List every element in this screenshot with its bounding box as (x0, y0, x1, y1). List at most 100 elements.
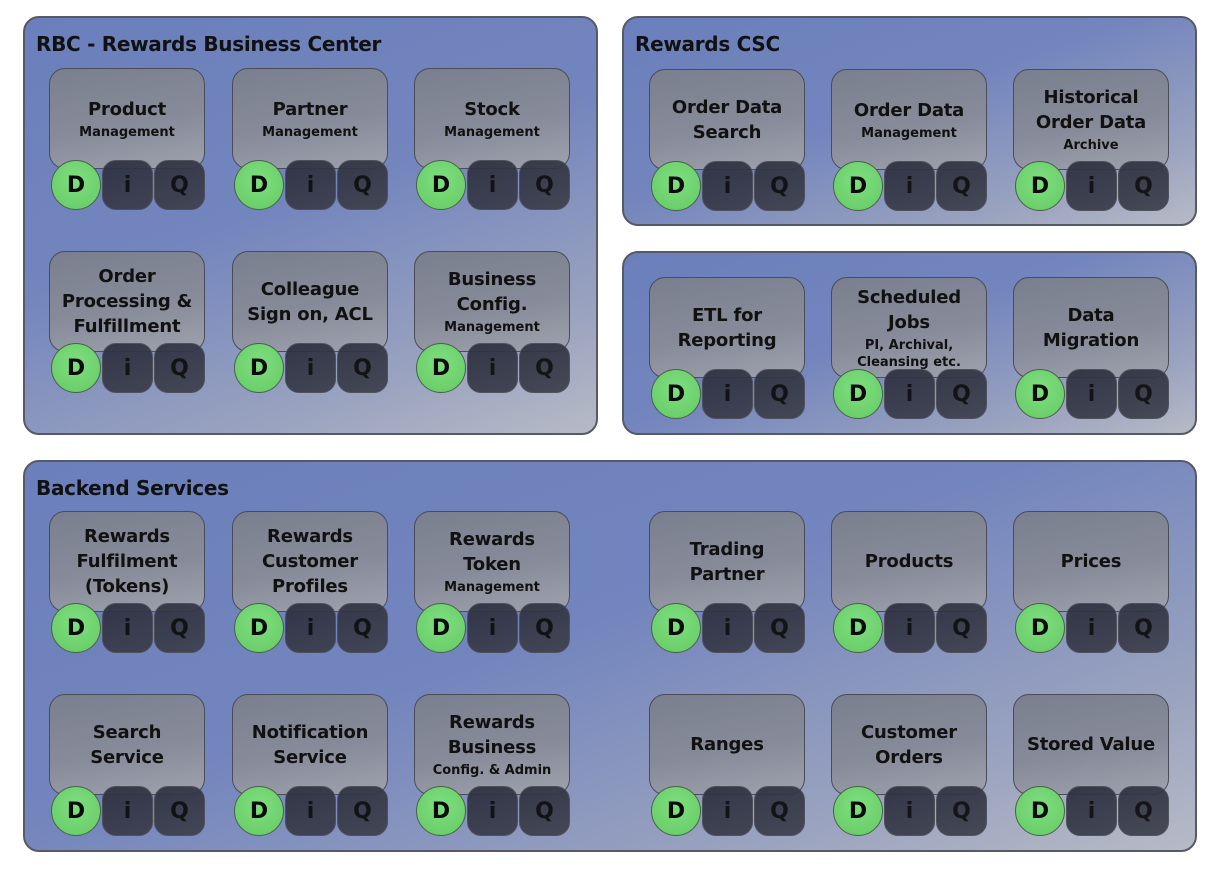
q-badge-button[interactable]: Q (519, 603, 570, 653)
d-badge-button[interactable]: D (833, 603, 883, 653)
tile-title: Order Data Search (671, 96, 783, 143)
d-badge-button[interactable]: D (51, 160, 101, 210)
info-badge-button[interactable]: i (102, 603, 153, 653)
info-badge-button[interactable]: i (702, 369, 753, 419)
d-badge-button[interactable]: D (651, 161, 701, 211)
q-badge-button[interactable]: Q (519, 343, 570, 393)
q-badge-button[interactable]: Q (1118, 369, 1169, 419)
tile-body: Rewards Fulfilment (Tokens) (49, 511, 205, 612)
d-badge-button[interactable]: D (51, 343, 101, 393)
info-badge-button[interactable]: i (884, 603, 935, 653)
q-badge-button[interactable]: Q (1118, 161, 1169, 211)
info-badge-button[interactable]: i (467, 786, 518, 836)
q-badge-button[interactable]: Q (754, 786, 805, 836)
info-badge-button[interactable]: i (884, 161, 935, 211)
info-badge-button[interactable]: i (285, 786, 336, 836)
d-badge-button[interactable]: D (234, 160, 284, 210)
tile-subtitle: Archive (1063, 138, 1119, 153)
tile-title: Stock (464, 98, 520, 120)
d-badge-button[interactable]: D (416, 786, 466, 836)
info-badge-button[interactable]: i (702, 603, 753, 653)
q-badge-button[interactable]: Q (754, 161, 805, 211)
info-badge-button[interactable]: i (285, 343, 336, 393)
d-badge-button[interactable]: D (51, 786, 101, 836)
q-badge-button[interactable]: Q (1118, 603, 1169, 653)
q-badge-button[interactable]: Q (154, 603, 205, 653)
q-badge-button[interactable]: Q (936, 161, 987, 211)
q-badge-button[interactable]: Q (936, 786, 987, 836)
q-badge-button[interactable]: Q (337, 786, 388, 836)
d-badge-button[interactable]: D (234, 343, 284, 393)
d-badge-button[interactable]: D (833, 369, 883, 419)
d-badge-button[interactable]: D (651, 603, 701, 653)
info-badge-button[interactable]: i (702, 161, 753, 211)
info-badge-button[interactable]: i (102, 343, 153, 393)
q-badge-button[interactable]: Q (519, 786, 570, 836)
q-badge-button[interactable]: Q (337, 160, 388, 210)
d-badge-button[interactable]: D (416, 160, 466, 210)
q-badge-button[interactable]: Q (337, 343, 388, 393)
info-badge-button[interactable]: i (467, 160, 518, 210)
q-badge-button[interactable]: Q (936, 603, 987, 653)
info-badge-button[interactable]: i (102, 786, 153, 836)
d-badge-button[interactable]: D (651, 369, 701, 419)
d-badge-button[interactable]: D (416, 343, 466, 393)
q-badge-button[interactable]: Q (154, 160, 205, 210)
info-badge-button[interactable]: i (1066, 369, 1117, 419)
d-badge-button[interactable]: D (1015, 369, 1065, 419)
info-badge-button[interactable]: i (467, 343, 518, 393)
info-badge-button[interactable]: i (702, 786, 753, 836)
q-badge-button[interactable]: Q (936, 369, 987, 419)
q-badge-button[interactable]: Q (754, 369, 805, 419)
q-badge-button[interactable]: Q (337, 603, 388, 653)
d-badge-button[interactable]: D (234, 603, 284, 653)
d-badge-button[interactable]: D (833, 786, 883, 836)
d-badge-button[interactable]: D (51, 603, 101, 653)
d-badge-button[interactable]: D (1015, 786, 1065, 836)
info-badge-button[interactable]: i (285, 603, 336, 653)
info-badge-button[interactable]: i (1066, 161, 1117, 211)
q-badge-button[interactable]: Q (519, 160, 570, 210)
d-badge-button[interactable]: D (416, 603, 466, 653)
d-badge-button[interactable]: D (1015, 603, 1065, 653)
d-badge-button[interactable]: D (234, 786, 284, 836)
info-badge-button[interactable]: i (285, 160, 336, 210)
q-badge-button[interactable]: Q (1118, 786, 1169, 836)
info-badge-button[interactable]: i (102, 160, 153, 210)
info-badge-button[interactable]: i (1066, 603, 1117, 653)
d-badge-button[interactable]: D (833, 161, 883, 211)
info-badge-button[interactable]: i (1066, 786, 1117, 836)
info-badge-button[interactable]: i (884, 369, 935, 419)
info-badge-button[interactable]: i (884, 786, 935, 836)
q-badge-button[interactable]: Q (154, 343, 205, 393)
d-badge-button[interactable]: D (651, 786, 701, 836)
q-badge-button[interactable]: Q (754, 603, 805, 653)
d-badge-button[interactable]: D (1015, 161, 1065, 211)
info-badge-button[interactable]: i (467, 603, 518, 653)
q-badge-button[interactable]: Q (154, 786, 205, 836)
